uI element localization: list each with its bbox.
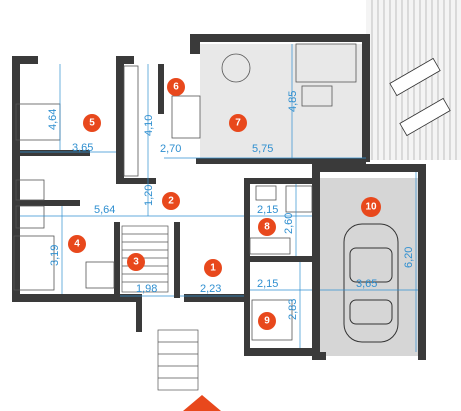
room-number-6: 6: [173, 82, 179, 93]
room-number-9: 9: [264, 316, 270, 327]
room-number-1: 1: [210, 263, 216, 274]
walls: [12, 34, 426, 360]
room-badge-9: 9: [258, 312, 276, 330]
terrace-loungers: [389, 57, 451, 137]
room-number-5: 5: [89, 118, 95, 129]
dim-tech-width: 1,98: [136, 283, 157, 295]
room-number-7: 7: [235, 118, 241, 129]
dining-table: [221, 53, 251, 83]
dim-hall-depth: 1,20: [143, 185, 155, 206]
wardrobe-1: [15, 179, 45, 201]
room-badge-2: 2: [162, 192, 180, 210]
room-number-8: 8: [264, 222, 270, 233]
room-number-10: 10: [365, 202, 377, 213]
triangle-up-icon: [183, 395, 221, 411]
bed-front: [13, 235, 55, 291]
room-badge-4: 4: [68, 235, 86, 253]
desk: [85, 261, 115, 289]
room-badges: 1 2 3 4 5 6 7 8 9 10: [68, 78, 381, 330]
kitchen-counter: [123, 65, 139, 177]
dim-front-bedroom-depth: 3,19: [49, 245, 61, 266]
room-badge-6: 6: [167, 78, 185, 96]
dim-hall-width: 5,64: [94, 204, 115, 216]
dim-depth-rear-bedroom: 4,64: [47, 109, 59, 130]
dim-depth-kitchen: 4,10: [143, 115, 155, 136]
room-number-4: 4: [74, 239, 80, 250]
coffee-table: [301, 85, 333, 107]
dim-bath-width: 2,15: [257, 204, 278, 216]
laundry-counter: [251, 299, 293, 341]
room-badge-7: 7: [229, 114, 247, 132]
dim-entrance-width: 2,23: [200, 283, 221, 295]
kitchen-island: [171, 95, 201, 139]
car-icon: [343, 223, 399, 343]
dim-laundry-depth: 2,83: [287, 299, 299, 320]
dim-depth-living: 4,85: [287, 91, 299, 112]
dim-garage-width: 3,65: [356, 278, 377, 290]
sofa: [295, 43, 357, 83]
dim-laundry-width: 2,15: [257, 278, 278, 290]
room-badge-3: 3: [127, 253, 145, 271]
dim-bath-depth: 2,60: [283, 213, 295, 234]
room-badge-8: 8: [258, 218, 276, 236]
room-number-2: 2: [168, 196, 174, 207]
room-badge-1: 1: [204, 259, 222, 277]
dim-width-rear-bedroom: 3,65: [72, 142, 93, 154]
bathtub: [249, 237, 291, 255]
dim-width-kitchen: 2,70: [160, 143, 181, 155]
dim-width-living: 5,75: [252, 143, 273, 155]
dimension-labels: 3,65 4,64 4,10 2,70 4,85 5,75 1,20 5,64 …: [47, 91, 415, 320]
dimension-lines: [20, 44, 418, 352]
dim-garage-depth: 6,20: [403, 247, 415, 268]
furniture: [13, 43, 357, 341]
room-badge-10: 10: [361, 197, 381, 217]
washbasin: [255, 185, 277, 201]
room-badge-5: 5: [83, 114, 101, 132]
wardrobe-2: [15, 205, 45, 229]
shower: [285, 185, 313, 213]
room-number-3: 3: [133, 257, 139, 268]
floor-surfaces: [12, 0, 461, 356]
living-room-floor: [200, 44, 368, 158]
